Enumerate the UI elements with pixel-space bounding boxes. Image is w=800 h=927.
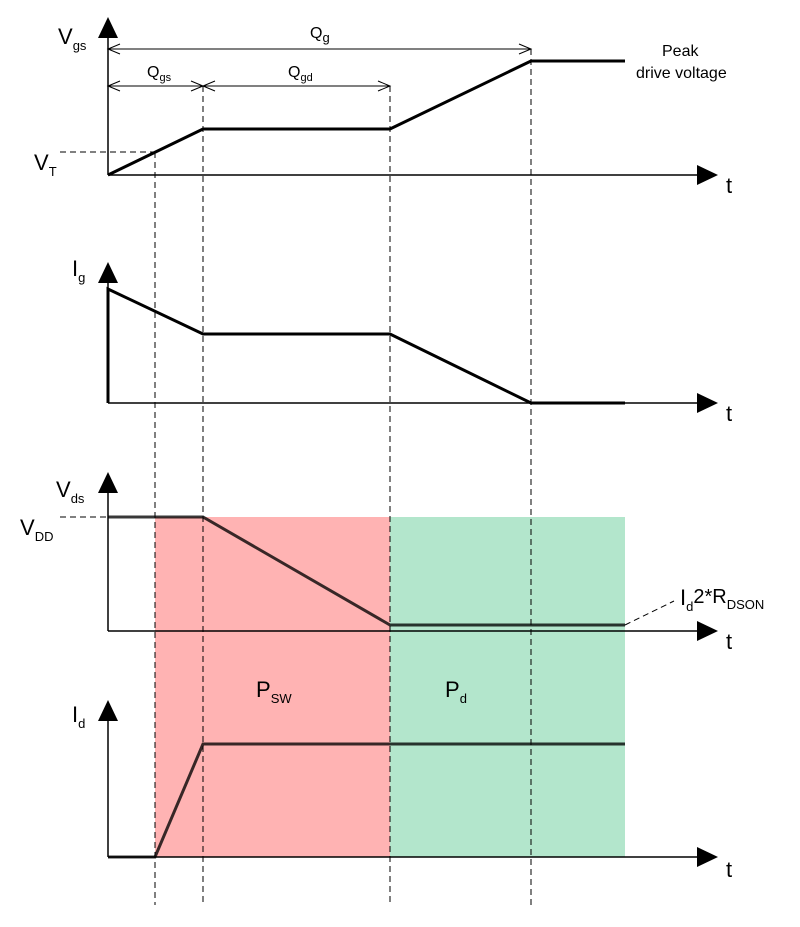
time-label: t <box>726 401 732 426</box>
conduction-loss-region <box>390 517 625 857</box>
vgs-axis-arrow-icon <box>98 17 118 38</box>
peak-label-line2: drive voltage <box>636 65 727 82</box>
time-axis-arrow-icon <box>697 165 718 185</box>
peak-label-line1: Peak <box>662 43 699 60</box>
time-axis-arrow-icon <box>697 393 718 413</box>
id-panel: t Id <box>72 700 732 882</box>
id-curve <box>108 742 625 859</box>
vt-label: VT <box>34 150 57 179</box>
time-axis-arrow-icon <box>697 847 718 867</box>
ig-curve <box>106 286 625 405</box>
qg-label: Qg <box>310 25 330 45</box>
rdson-label: Id2*RDSON <box>680 585 764 614</box>
qgd-label: Qgd <box>288 64 313 84</box>
ig-panel: t Ig <box>72 256 732 426</box>
time-label: t <box>726 173 732 198</box>
pd-label: Pd <box>445 677 467 706</box>
vds-axis-arrow-icon <box>98 472 118 493</box>
psw-label: PSW <box>256 677 292 706</box>
id-label: Id <box>72 702 85 731</box>
vgs-label: Vgs <box>58 24 87 53</box>
ig-label: Ig <box>72 256 85 285</box>
vgs-panel: t Vgs VT Qg Qgs Qgd Peak drive voltage <box>34 17 732 198</box>
qgs-label: Qgs <box>147 64 172 84</box>
vds-curve <box>108 515 625 627</box>
vdd-label: VDD <box>20 515 53 544</box>
time-axis-arrow-icon <box>697 621 718 641</box>
vgs-curve <box>107 59 625 177</box>
time-label: t <box>726 629 732 654</box>
ig-axis-arrow-icon <box>98 262 118 283</box>
vds-label: Vds <box>56 477 85 506</box>
switching-loss-region <box>155 517 390 857</box>
rdson-leader-line <box>624 600 675 626</box>
time-label: t <box>726 857 732 882</box>
id-axis-arrow-icon <box>98 700 118 721</box>
vds-panel: t Vds VDD Id2*RDSON <box>20 472 764 654</box>
